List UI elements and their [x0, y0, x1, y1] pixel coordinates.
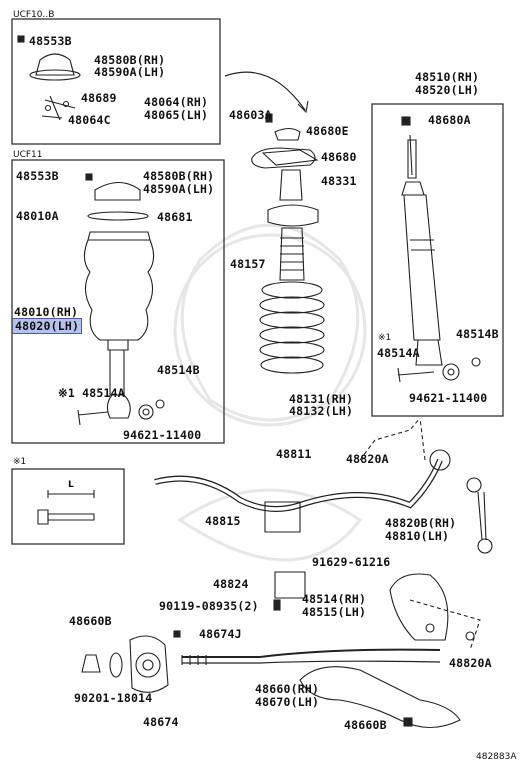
box-ucf10	[11, 18, 221, 145]
note-mark-right: ※1	[378, 333, 392, 343]
part-48520[interactable]: 48520(LH)	[415, 83, 480, 97]
part-48670[interactable]: 48670(LH)	[255, 695, 320, 709]
coil-spring	[259, 281, 325, 374]
part-48680[interactable]: 48680	[321, 150, 357, 164]
part-48064[interactable]: 48064(RH)	[144, 95, 209, 109]
box-ucf11	[11, 159, 225, 444]
part-48810[interactable]: 48810(LH)	[385, 529, 450, 543]
part-90201[interactable]: 90201-18014	[74, 691, 153, 705]
part-48510[interactable]: 48510(RH)	[415, 70, 480, 84]
part-48680E[interactable]: 48680E	[306, 124, 349, 138]
dimension-label: L	[68, 480, 74, 490]
part-48660[interactable]: 48660(RH)	[255, 682, 320, 696]
part-48514B-right[interactable]: 48514B	[456, 327, 499, 341]
part-48660B-left[interactable]: 48660B	[69, 614, 112, 628]
part-48580B-top[interactable]: 48580B(RH)	[94, 53, 166, 67]
part-48590A-mid[interactable]: 48590A(LH)	[143, 182, 215, 196]
part-48674[interactable]: 48674	[143, 715, 179, 729]
part-48157[interactable]: 48157	[230, 257, 266, 271]
part-48681[interactable]: 48681	[157, 210, 193, 224]
part-48689[interactable]: 48689	[81, 91, 117, 105]
part-48820A-bottom[interactable]: 48820A	[449, 656, 492, 670]
part-91629[interactable]: 91629-61216	[312, 555, 391, 569]
box-title-ucf11: UCF11	[13, 150, 43, 160]
part-48064C[interactable]: 48064C	[68, 113, 111, 127]
box-title-ucf10: UCF10..B	[13, 10, 55, 20]
part-48824[interactable]: 48824	[213, 577, 249, 591]
box-absorber	[371, 103, 504, 417]
part-48331[interactable]: 48331	[321, 174, 357, 188]
part-48020-highlighted[interactable]: 48020(LH)	[11, 318, 83, 334]
part-48065[interactable]: 48065(LH)	[144, 108, 209, 122]
part-48514A-mid[interactable]: ※1 48514A	[58, 386, 125, 400]
part-94621-right[interactable]: 94621-11400	[409, 391, 488, 405]
part-48811[interactable]: 48811	[276, 447, 312, 461]
part-48514[interactable]: 48514(RH)	[302, 592, 367, 606]
box-note	[11, 468, 125, 545]
part-48514B-mid[interactable]: 48514B	[157, 363, 200, 377]
part-48132[interactable]: 48132(LH)	[289, 404, 354, 418]
part-48515[interactable]: 48515(LH)	[302, 605, 367, 619]
part-48660B-bottom[interactable]: 48660B	[344, 718, 387, 732]
part-48815[interactable]: 48815	[205, 514, 241, 528]
part-48820A-top[interactable]: 48820A	[346, 452, 389, 466]
part-48820B[interactable]: 48820B(RH)	[385, 516, 457, 530]
footer-code: 482883A	[476, 752, 517, 762]
upper-support-top	[35, 53, 75, 76]
part-48514A-right[interactable]: 48514A	[377, 346, 420, 360]
part-48680A[interactable]: 48680A	[428, 113, 471, 127]
part-48674J[interactable]: 48674J	[199, 627, 242, 641]
part-48603A[interactable]: 48603A	[229, 108, 272, 122]
box-title-note: ※1	[13, 457, 27, 467]
part-48010[interactable]: 48010(RH)	[14, 305, 79, 319]
part-48580B-mid[interactable]: 48580B(RH)	[143, 169, 215, 183]
part-48010A[interactable]: 48010A	[16, 209, 59, 223]
part-48131[interactable]: 48131(RH)	[289, 392, 354, 406]
part-48553B-top[interactable]: 48553B	[29, 34, 72, 48]
part-90119[interactable]: 90119-08935(2)	[159, 599, 259, 613]
part-48553B-mid[interactable]: 48553B	[16, 169, 59, 183]
part-48590A-top[interactable]: 48590A(LH)	[94, 65, 166, 79]
part-94621-mid[interactable]: 94621-11400	[123, 428, 202, 442]
